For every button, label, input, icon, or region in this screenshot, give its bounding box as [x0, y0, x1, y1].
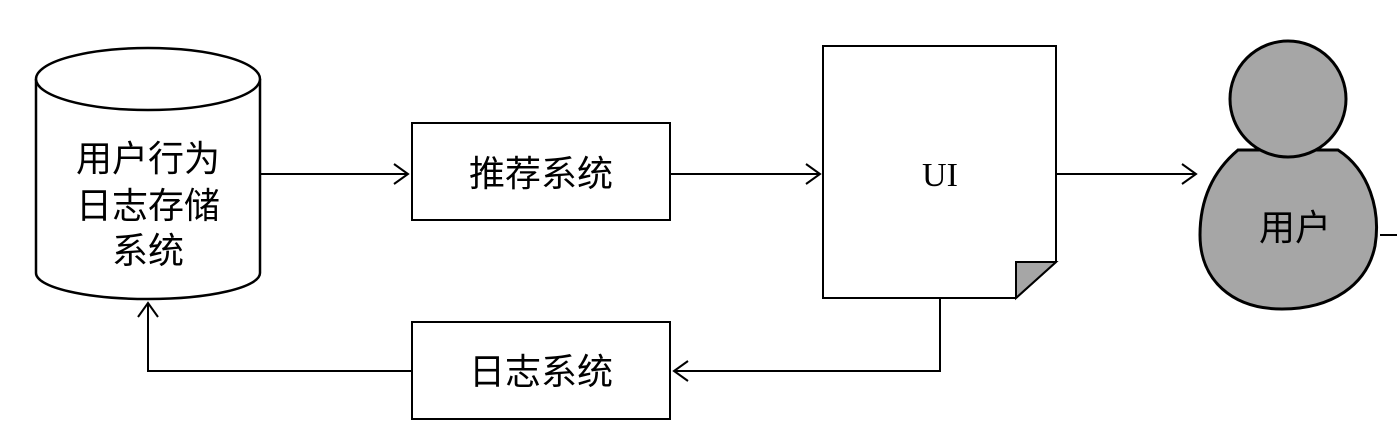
log-system-label: 日志系统	[469, 352, 613, 393]
recommender-system-box	[411, 122, 671, 221]
user-node: 用户	[1198, 39, 1378, 311]
log-storage-label-line-1: 用户行为	[76, 139, 220, 180]
log-storage-label-line-3: 系统	[112, 231, 184, 272]
arrow-ui-to-log-system	[672, 298, 941, 382]
arrow-log-system-to-storage	[137, 301, 412, 372]
arrow-ui-to-user	[1056, 163, 1198, 185]
log-system-box	[411, 321, 671, 420]
user-body-icon	[1198, 148, 1378, 311]
recommender-system-label: 推荐系统	[469, 154, 613, 195]
log-storage-label-line-2: 日志存储	[76, 186, 220, 227]
ui-document-label: UI	[922, 157, 958, 194]
log-storage-database-node: 用户行为 日志存储 系统	[34, 46, 262, 301]
user-head-icon	[1228, 39, 1348, 159]
ui-document-fold	[1015, 261, 1059, 301]
recommender-system-node: 推荐系统	[411, 122, 671, 221]
ui-document-node: UI	[822, 45, 1059, 301]
database-cylinder-body	[34, 79, 262, 301]
arrow-storage-to-recommender	[260, 163, 410, 185]
user-label: 用户	[1259, 208, 1331, 249]
log-system-node: 日志系统	[411, 321, 671, 420]
database-cylinder-top	[34, 46, 262, 112]
arrow-recommender-to-ui	[670, 163, 822, 185]
